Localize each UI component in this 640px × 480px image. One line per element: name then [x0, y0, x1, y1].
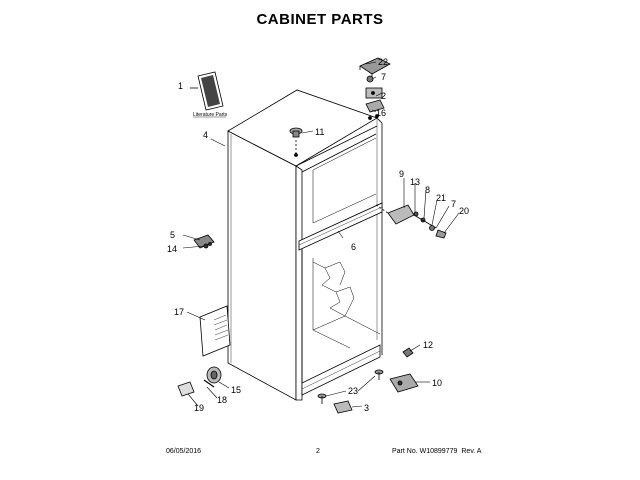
callout-16: 16 — [376, 108, 386, 118]
footer-page-number: 2 — [316, 448, 320, 455]
callout-10: 10 — [432, 378, 442, 388]
callout-19: 19 — [194, 403, 204, 413]
footer-date: 06/05/2016 — [166, 448, 202, 455]
callout-9: 9 — [399, 169, 404, 179]
callout-8: 8 — [425, 185, 430, 195]
callout-17: 17 — [174, 307, 184, 317]
callout-1: 1 — [178, 81, 183, 91]
part-number-text: Part No. W10899779 — [392, 448, 458, 455]
callout-22: 22 — [378, 57, 388, 67]
callout-7-top: 7 — [381, 72, 386, 82]
callout-11: 11 — [315, 127, 324, 137]
literature-parts: Literature Parts — [190, 71, 228, 118]
rear-access-panel — [199, 305, 231, 357]
callout-21: 21 — [436, 193, 446, 203]
callout-4: 4 — [203, 130, 208, 140]
middle-hinge-assembly — [375, 204, 447, 239]
top-cap-part — [289, 127, 303, 157]
leader-lines — [182, 61, 460, 408]
page-title: CABINET PARTS — [256, 11, 384, 28]
callout-23: 23 — [348, 386, 358, 396]
callout-5: 5 — [170, 230, 175, 240]
callout-15: 15 — [231, 385, 241, 395]
callout-2: 2 — [381, 91, 386, 101]
callout-7-mid: 7 — [451, 199, 456, 209]
top-hinge-assembly — [359, 57, 391, 120]
bottom-hinge-parts — [317, 347, 419, 414]
revision-text: Rev. A — [461, 448, 482, 455]
callout-6: 6 — [351, 242, 356, 252]
literature-parts-label: Literature Parts — [193, 112, 228, 118]
callout-18: 18 — [217, 395, 227, 405]
callout-13: 13 — [410, 177, 420, 187]
cabinet-body — [227, 89, 383, 401]
callout-14: 14 — [167, 244, 177, 254]
door-stop-parts — [193, 234, 215, 249]
callout-20: 20 — [459, 206, 469, 216]
callout-3: 3 — [364, 403, 369, 413]
callout-12: 12 — [423, 340, 433, 350]
roller-parts — [177, 366, 222, 397]
